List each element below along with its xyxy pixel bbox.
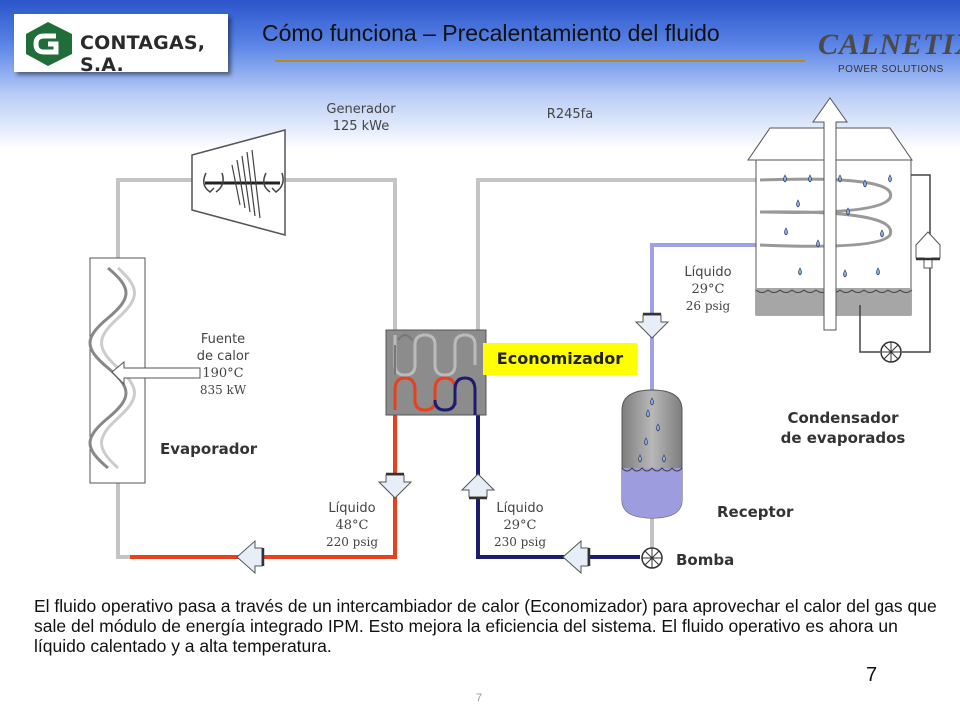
cycle-diagram (88, 97, 941, 575)
liquid-hot-label: Líquido 48°C 220 psig (312, 500, 392, 551)
page-number: 7 (866, 664, 878, 686)
liquid-cold-label: Líquido 29°C 230 psig (480, 500, 560, 551)
heat-source-temp: 190°C (202, 366, 244, 381)
generator-label: Generador 125 kWe (306, 101, 416, 135)
liquid-condenser-text: Líquido (684, 265, 732, 280)
evaporator (88, 257, 201, 484)
liquid-cold-pressure: 230 psig (493, 535, 547, 549)
arrow-down-hot (377, 474, 413, 499)
condenser-label-line1: Condensador (787, 409, 899, 427)
arrow-left-hot (236, 539, 263, 575)
economizer-label: Economizador (483, 343, 637, 375)
turbine (191, 129, 286, 236)
liquid-hot-text: Líquido (328, 501, 376, 516)
liquid-cold-text: Líquido (496, 501, 544, 516)
economizer (385, 329, 487, 416)
page-number-footer: 7 (476, 692, 483, 704)
receiver-tank (621, 389, 683, 519)
liquid-hot-pressure: 220 psig (325, 535, 379, 549)
calnetix-logo: CALNETIX (818, 28, 960, 61)
condenser-label-line2: de evaporados (780, 429, 906, 447)
liquid-cold-temp: 29°C (503, 518, 537, 533)
heat-source-line1: Fuente (200, 332, 246, 347)
calnetix-logo-sub: POWER SOLUTIONS (838, 64, 944, 75)
vapor-pipes (116, 178, 760, 330)
generator-label-line1: Generador (326, 102, 396, 117)
contagas-logo: CONTAGAS, S.A. (14, 14, 228, 76)
arrow-left-cold (562, 539, 589, 575)
flow-arrows (236, 314, 670, 575)
evaporator-label: Evaporador (160, 440, 258, 458)
heat-input-arrow (111, 360, 201, 386)
pump-label: Bomba (676, 551, 735, 569)
arrow-up-cold (460, 473, 496, 498)
heat-source-power: 835 kW (199, 383, 247, 397)
description-text: El fluido operativo pasa a través de un … (34, 596, 937, 656)
company-left-name: CONTAGAS, S.A. (80, 32, 206, 76)
generator-label-line2: 125 kWe (332, 119, 390, 134)
liquid-hot-temp: 48°C (335, 518, 369, 533)
page-title: Cómo funciona – Precalentamiento del flu… (262, 20, 720, 46)
liquid-condenser-temp: 29°C (691, 282, 725, 297)
evaporator-return-pipe (116, 482, 130, 559)
heat-source-line2: de calor (196, 349, 250, 364)
hot-liquid-pipe (130, 415, 397, 559)
receiver-label: Receptor (717, 503, 794, 521)
liquid-condenser-label: Líquido 29°C 26 psig (668, 264, 748, 315)
condensate-pipe (650, 243, 760, 390)
heat-source-label: Fuente de calor 190°C 835 kW (178, 331, 268, 399)
liquid-condenser-pressure: 26 psig (685, 299, 731, 313)
condenser-flow-arrow (915, 231, 941, 269)
arrow-down-condensate (634, 314, 670, 339)
pump-icon (641, 547, 663, 569)
contagas-g-icon (26, 22, 72, 66)
condenser-label: Condensador de evaporados (768, 408, 918, 448)
condenser (747, 97, 941, 363)
refrigerant-label: R245fa (546, 107, 594, 122)
title-underline (275, 60, 805, 62)
